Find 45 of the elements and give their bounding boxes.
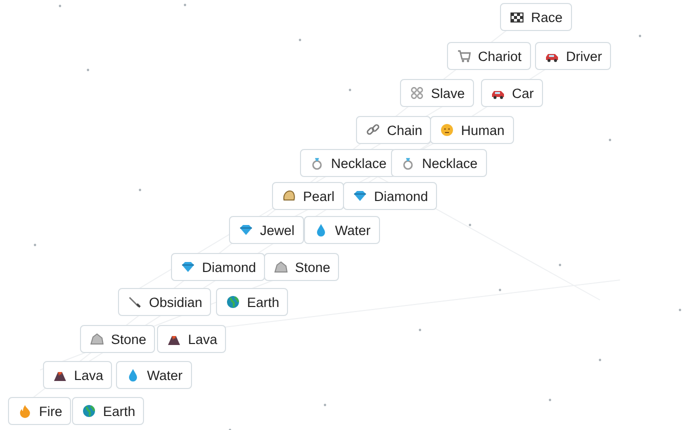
element-chip [171, 253, 266, 281]
element-name: Stone [111, 332, 146, 346]
element-name: Jewel [260, 222, 295, 238]
element-chip [157, 325, 226, 353]
element-name: Lava [188, 332, 218, 346]
element-chip [343, 182, 438, 210]
element-name: Slave [431, 86, 465, 100]
element-name: Human [461, 122, 505, 138]
element-name: Necklace [331, 156, 387, 170]
element-chip [264, 253, 340, 281]
element-chip [430, 116, 514, 144]
element-name: Car [512, 86, 534, 100]
element-chip [500, 3, 572, 31]
element-name: Water [147, 368, 183, 382]
element-chip [216, 288, 288, 316]
element-chip [304, 216, 380, 244]
element-chip [356, 116, 432, 144]
element-name: Stone [295, 260, 330, 274]
element-chip [229, 216, 304, 244]
element-chip [391, 149, 487, 177]
element-name: Chariot [478, 48, 522, 64]
element-name: Chain [387, 122, 422, 138]
element-chip [400, 79, 474, 107]
element-chip [272, 182, 344, 210]
element-name: Necklace [422, 156, 478, 170]
element-name: Pearl [303, 188, 335, 204]
element-name: Earth [247, 294, 280, 310]
element-name: Lava [74, 368, 104, 382]
element-chip [118, 288, 212, 316]
element-name: Diamond [374, 188, 428, 204]
element-chip [535, 42, 611, 70]
element-chip [72, 397, 144, 425]
element-name: Water [335, 222, 371, 238]
element-name: Obsidian [149, 294, 202, 310]
element-chip [8, 397, 72, 425]
element-name: Diamond [202, 260, 256, 274]
element-chip [447, 42, 531, 70]
element-chip [80, 325, 156, 353]
element-name: Fire [39, 404, 62, 418]
element-chip [481, 79, 543, 107]
element-name: Race [531, 10, 563, 24]
element-chip [116, 361, 192, 389]
element-chip [43, 361, 112, 389]
element-name: Earth [103, 404, 136, 418]
element-name: Driver [566, 48, 602, 64]
